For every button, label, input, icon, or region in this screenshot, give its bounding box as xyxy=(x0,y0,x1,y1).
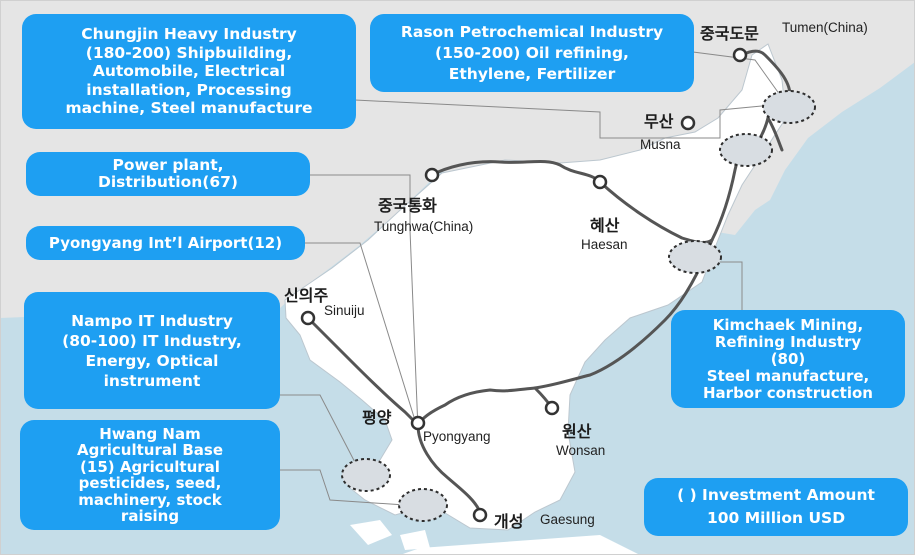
hwangnam-line-2: Agricultural Base xyxy=(77,441,223,459)
chungjin-line-5: machine, Steel manufacture xyxy=(65,99,313,118)
kimchaek-mining-box: Kimchaek Mining, Refining Industry (80) … xyxy=(671,310,905,408)
connector-chungjin xyxy=(354,99,773,139)
marker-wonsan xyxy=(544,400,560,416)
chungjin-line-2: (180-200) Shipbuilding, xyxy=(85,43,293,62)
kimchaek-line-5: Harbor construction xyxy=(703,383,873,402)
city-label-gaesung-ko: 개성 xyxy=(494,512,524,531)
city-label-tunghwa-en: Tunghwa(China) xyxy=(374,219,474,234)
connector-power xyxy=(310,174,419,431)
nampo-line-3: Energy, Optical xyxy=(85,351,219,370)
nampo-line-4: instrument xyxy=(103,371,201,390)
hwangnam-line-1: Hwang Nam xyxy=(99,424,201,443)
railway-sinuiju-pyongyang xyxy=(306,316,420,427)
rason-line-1: Rason Petrochemical Industry xyxy=(400,22,664,41)
marker-haesan xyxy=(592,174,608,190)
industrial-zones xyxy=(341,90,816,522)
hwangnam-line-4: pesticides, seed, xyxy=(78,474,222,492)
city-markers xyxy=(300,47,748,523)
city-label-pyongyang-en: Pyongyang xyxy=(423,429,491,444)
city-label-wonsan-en: Wonsan xyxy=(556,443,606,458)
city-label-musan-ko: 무산 xyxy=(644,112,674,131)
railway-pyongyang-gaesung xyxy=(416,423,482,514)
zone-hwangnam xyxy=(398,488,448,522)
airport-box: Pyongyang Int’l Airport(12) xyxy=(26,226,305,260)
marker-tumen xyxy=(732,47,748,63)
railway-haesan-pyongyang xyxy=(416,238,714,427)
marker-gaesung xyxy=(472,507,488,523)
hwangnam-line-3: (15) Agricultural xyxy=(80,457,220,476)
city-label-haesan-ko: 혜산 xyxy=(590,216,620,235)
rason-line-2: (150-200) Oil refining, xyxy=(435,43,629,62)
chungjin-line-3: Automobile, Electrical xyxy=(92,62,286,81)
south-coast-islands xyxy=(350,520,430,550)
chungjin-line-4: installation, Processing xyxy=(86,80,292,99)
kimchaek-line-4: Steel manufacture, xyxy=(706,366,870,385)
rason-line-3: Ethylene, Fertilizer xyxy=(448,64,616,83)
city-label-musan-en: Musna xyxy=(640,137,681,152)
chungjin-line-1: Chungjin Heavy Industry xyxy=(81,25,297,44)
railway-north xyxy=(766,116,784,152)
city-label-sinuiju-ko: 신의주 xyxy=(284,286,329,305)
nampo-it-box: Nampo IT Industry (80-100) IT Industry, … xyxy=(24,292,280,409)
city-label-tunghwa-ko: 중국통화 xyxy=(378,196,437,215)
airport-line-1: Pyongyang Int’l Airport(12) xyxy=(48,234,283,252)
city-label-tumen-en: Tumen(China) xyxy=(782,20,868,35)
legend-box: ( ) Investment Amount 100 Million USD xyxy=(644,478,908,536)
city-label-sinuiju-en: Sinuiju xyxy=(324,303,365,318)
connector-airport xyxy=(305,242,419,431)
south-landmass xyxy=(400,535,640,555)
city-label-tumen-ko: 중국도문 xyxy=(700,24,759,43)
railway-network xyxy=(306,49,792,514)
hwangnam-line-5: machinery, stock xyxy=(78,490,222,509)
railway-tunghwa-haesan-kimchaek xyxy=(430,160,714,245)
north-korea-landmass xyxy=(284,43,787,531)
connector-hwangnam xyxy=(280,469,406,506)
kimchaek-line-2: Refining Industry xyxy=(714,332,862,351)
city-label-wonsan-ko: 원산 xyxy=(562,422,592,441)
zone-kimchaek xyxy=(668,240,722,274)
zone-rason xyxy=(762,90,816,124)
zone-nampo xyxy=(341,458,391,492)
marker-sinuiju xyxy=(300,310,316,326)
nampo-line-1: Nampo IT Industry xyxy=(71,311,233,330)
city-label-haesan-en: Haesan xyxy=(581,237,628,252)
rason-petrochemical-box: Rason Petrochemical Industry (150-200) O… xyxy=(370,14,694,92)
connector-nampo xyxy=(280,394,361,473)
kimchaek-line-3: (80) xyxy=(770,349,806,368)
marker-pyongyang xyxy=(410,415,426,431)
kimchaek-line-1: Kimchaek Mining, xyxy=(712,315,864,334)
legend-line-2: 100 Million USD xyxy=(706,509,846,527)
nampo-line-2: (80-100) IT Industry, xyxy=(62,331,242,350)
city-label-pyongyang-ko: 평양 xyxy=(362,408,392,427)
chungjin-industry-box: Chungjin Heavy Industry (180-200) Shipbu… xyxy=(22,14,356,129)
hwangnam-line-6: raising xyxy=(120,507,180,525)
connector-rason xyxy=(692,51,781,96)
city-label-gaesung-en: Gaesung xyxy=(540,512,595,527)
power-line-1: Power plant, xyxy=(112,156,224,174)
marker-tunghwa xyxy=(424,167,440,183)
power-plant-box: Power plant, Distribution(67) xyxy=(26,152,310,196)
legend-line-1: ( ) Investment Amount xyxy=(677,486,875,504)
zone-chungjin xyxy=(719,133,773,167)
power-line-2: Distribution(67) xyxy=(97,173,239,191)
marker-musan xyxy=(680,115,696,131)
hwangnam-agricultural-box: Hwang Nam Agricultural Base (15) Agricul… xyxy=(20,420,280,530)
